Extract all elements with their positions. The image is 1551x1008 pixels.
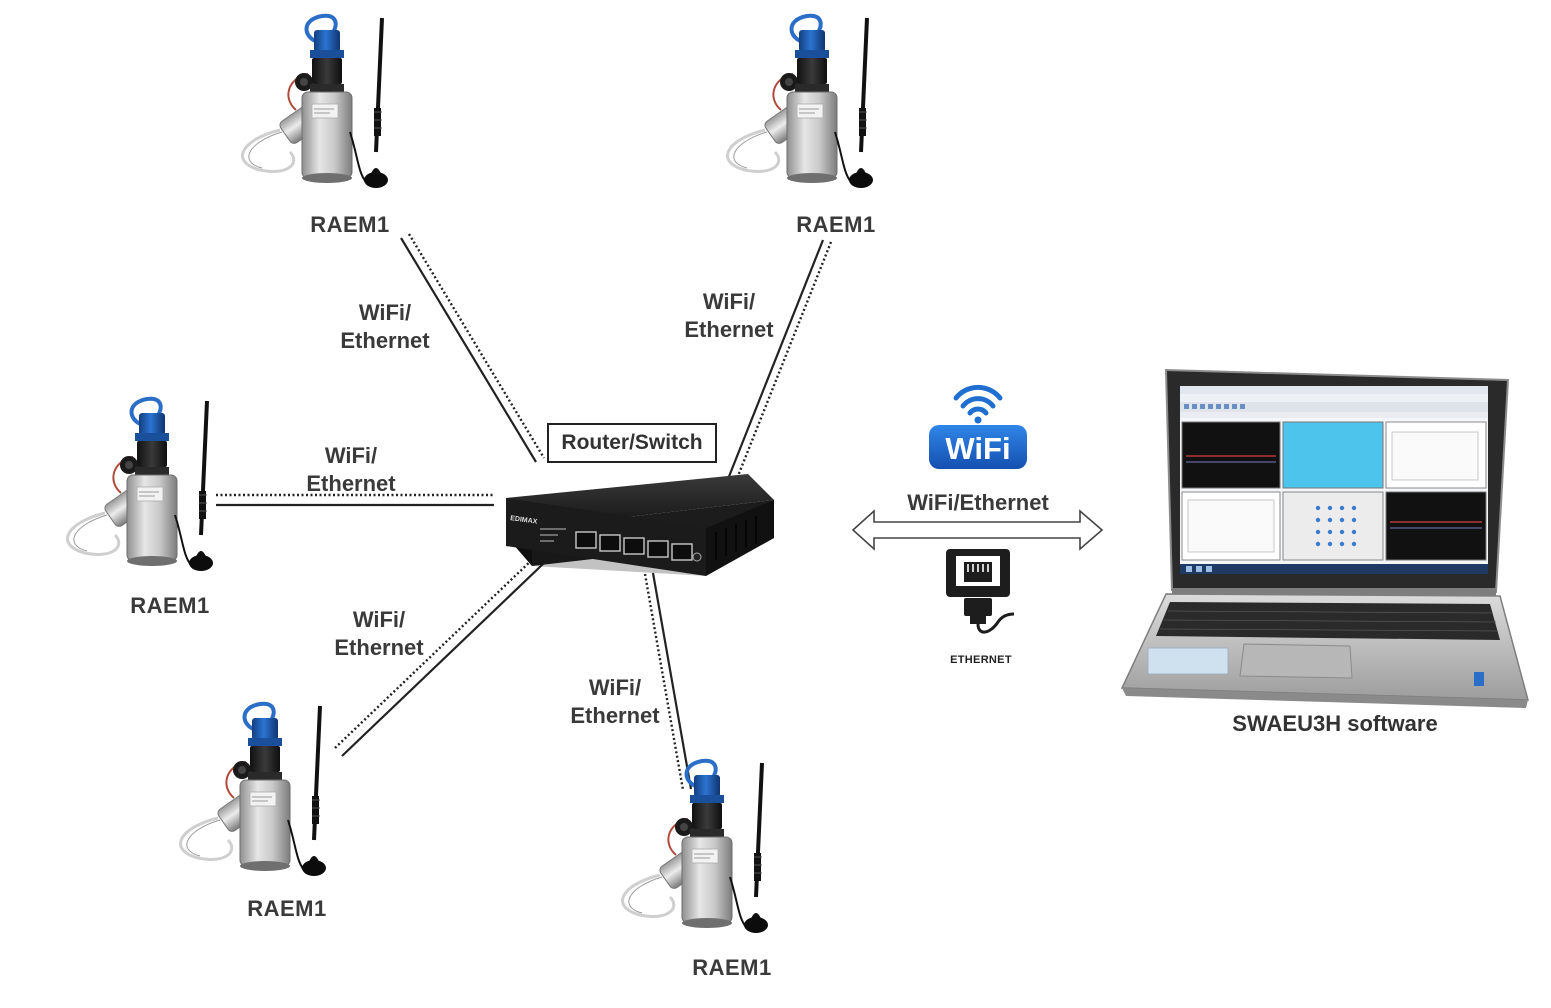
router-switch-label: Router/Switch <box>547 423 717 463</box>
link-top-right <box>724 239 833 487</box>
sensor-top-right-image <box>725 13 875 190</box>
wifi-logo-text: WiFi <box>945 431 1010 466</box>
link-label-line-1: WiFi/ <box>352 607 406 632</box>
laptop <box>1120 368 1529 708</box>
node-label-top-left: RAEM1 <box>310 212 390 237</box>
link-label-line-2: Ethernet <box>306 471 396 496</box>
link-label-line-1: WiFi/ <box>702 289 756 314</box>
sensor-bottom-center-image <box>620 758 770 935</box>
link-label-top-right: WiFi/ Ethernet <box>674 288 784 344</box>
link-label-line-2: Ethernet <box>684 317 774 342</box>
software-caption: SWAEU3H software <box>1232 711 1438 736</box>
sensor-bottom-left-image <box>178 701 328 878</box>
wifi-logo: WiFi <box>929 384 1027 469</box>
link-label-line-2: Ethernet <box>340 328 430 353</box>
sensor-top-left-image <box>240 13 390 190</box>
link-label-line-2: Ethernet <box>334 635 424 660</box>
node-label-top-right: RAEM1 <box>796 212 876 237</box>
link-label-line-1: WiFi/ <box>588 675 642 700</box>
link-label-line-1: WiFi/ <box>324 443 378 468</box>
node-label-bottom-left: RAEM1 <box>247 896 327 921</box>
link-label-top-left: WiFi/ Ethernet <box>330 299 440 355</box>
uplink-label: WiFi/Ethernet <box>907 490 1049 515</box>
link-label-mid-left: WiFi/ Ethernet <box>296 442 406 498</box>
link-label-line-1: WiFi/ <box>358 300 412 325</box>
link-label-line-2: Ethernet <box>570 703 660 728</box>
router-switch-text: Router/Switch <box>561 431 703 454</box>
ethernet-caption: ETHERNET <box>950 654 1012 666</box>
link-label-bottom-left: WiFi/ Ethernet <box>324 606 434 662</box>
link-bottom-center <box>643 572 693 791</box>
switch-brand: EDIMAX <box>510 515 538 526</box>
network-switch: EDIMAX <box>506 474 774 576</box>
ethernet-icon <box>946 549 1015 634</box>
uplink-arrow <box>851 509 1104 551</box>
sensor-mid-left-image <box>65 396 215 573</box>
link-top-left <box>400 233 546 463</box>
link-mid-left <box>216 493 494 507</box>
node-label-bottom-center: RAEM1 <box>692 955 772 980</box>
node-label-mid-left: RAEM1 <box>130 593 210 618</box>
link-bottom-left <box>334 555 544 757</box>
link-label-bottom-center: WiFi/ Ethernet <box>560 674 670 730</box>
